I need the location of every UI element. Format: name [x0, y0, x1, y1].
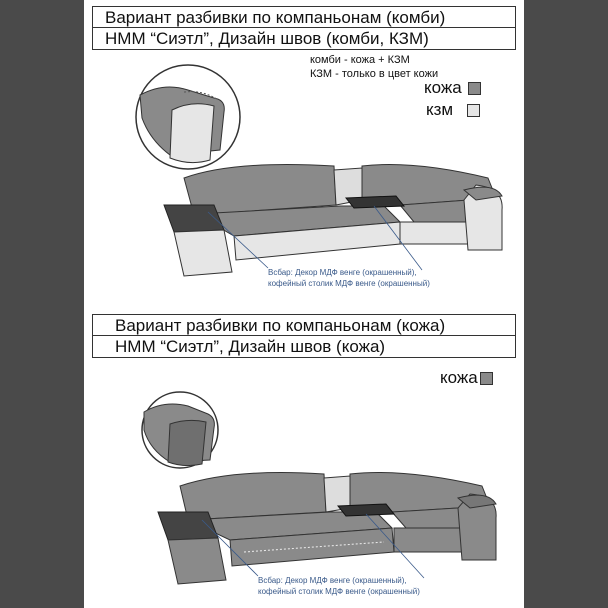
section2-title-box: Вариант разбивки по компаньонам (кожа)	[92, 314, 516, 337]
legend-swatch-leather	[467, 81, 481, 95]
section1-sofa	[163, 164, 503, 277]
section2-callout-line2: кофейный столик МДФ венге (окрашенный)	[258, 587, 420, 596]
section2-title-line2: НММ “Сиэтл”, Дизайн швов (кожа)	[115, 337, 386, 356]
section1-callout-line2: кофейный столик МДФ венге (окрашенный)	[268, 279, 430, 288]
section1-note2: КЗМ - только в цвет кожи	[310, 68, 439, 80]
section2-sofa	[157, 472, 497, 585]
legend2-label-leather: кожа	[440, 368, 478, 387]
section1-title-line1: Вариант разбивки по компаньонам (комби)	[105, 8, 446, 27]
legend-label-kzm: кзм	[426, 100, 454, 119]
section1-title-line2: НММ “Сиэтл”, Дизайн швов (комби, КЗМ)	[105, 29, 429, 48]
legend-item-kzm: кзм	[426, 100, 481, 120]
section1-note1: комби - кожа + КЗМ	[310, 54, 410, 66]
section2-subtitle-box: НММ “Сиэтл”, Дизайн швов (кожа)	[92, 335, 516, 358]
legend-item-leather: кожа	[424, 78, 481, 98]
document-sheet: Вариант разбивки по компаньонам (комби) …	[84, 0, 524, 608]
section1-title-box: Вариант разбивки по компаньонам (комби)	[92, 6, 516, 29]
section2-title-line1: Вариант разбивки по компаньонам (кожа)	[115, 316, 446, 335]
section1-callout-line1: Всбар: Декор МДФ венге (окрашенный),	[268, 268, 417, 277]
legend-label-leather: кожа	[424, 78, 462, 97]
section2-detail-circle	[141, 391, 219, 469]
section2-callout-line1: Всбар: Декор МДФ венге (окрашенный),	[258, 576, 407, 585]
sofa-illustrations	[135, 64, 503, 585]
legend2-swatch-leather	[479, 371, 493, 385]
legend2-item-leather: кожа	[440, 368, 493, 388]
section1-subtitle-box: НММ “Сиэтл”, Дизайн швов (комби, КЗМ)	[92, 27, 516, 50]
section1-detail-circle	[135, 64, 241, 170]
legend-swatch-kzm	[467, 103, 481, 117]
